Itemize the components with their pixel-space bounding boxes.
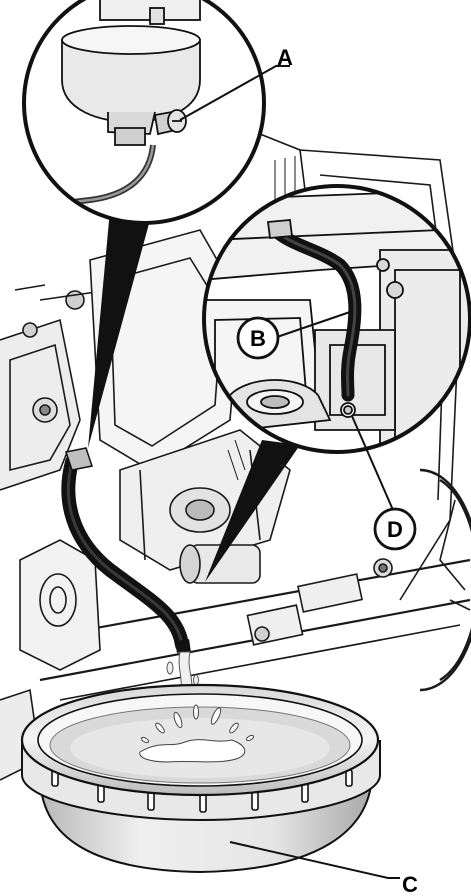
- callout-d: D: [387, 517, 403, 542]
- callout-a: A: [277, 45, 293, 70]
- inset-drain-hose-routing: [200, 186, 470, 460]
- callout-b-badge: B: [238, 318, 278, 358]
- callout-c: C: [402, 872, 418, 896]
- drain-pan: [22, 685, 380, 872]
- callout-d-badge: D: [375, 509, 415, 549]
- inset-carburetor-bowl: [20, 0, 264, 223]
- callout-b: B: [250, 326, 266, 351]
